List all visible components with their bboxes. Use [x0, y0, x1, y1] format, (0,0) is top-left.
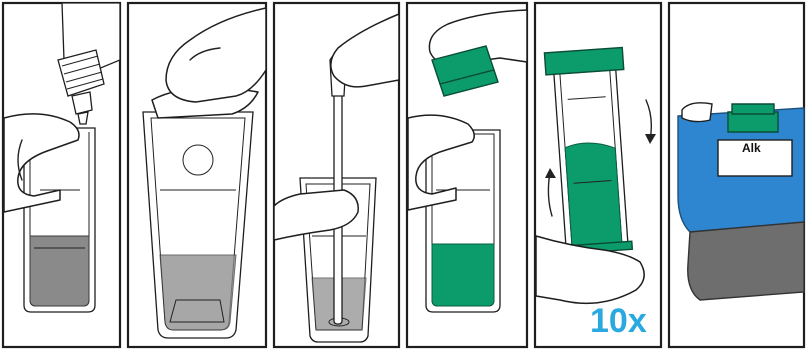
step-3-panel — [274, 3, 399, 347]
meter-display-label: Alk — [742, 141, 761, 155]
step-4-vial — [426, 130, 500, 312]
step-5-panel: 10x — [535, 3, 661, 347]
step-4-panel — [407, 3, 527, 347]
step-1-panel — [3, 3, 120, 347]
step-6-panel: Alk — [669, 3, 804, 347]
photometer-icon: Alk — [678, 103, 804, 300]
step-2-panel — [128, 3, 266, 347]
repeat-count-label: 10x — [590, 302, 647, 340]
step-2-vial — [143, 112, 253, 338]
